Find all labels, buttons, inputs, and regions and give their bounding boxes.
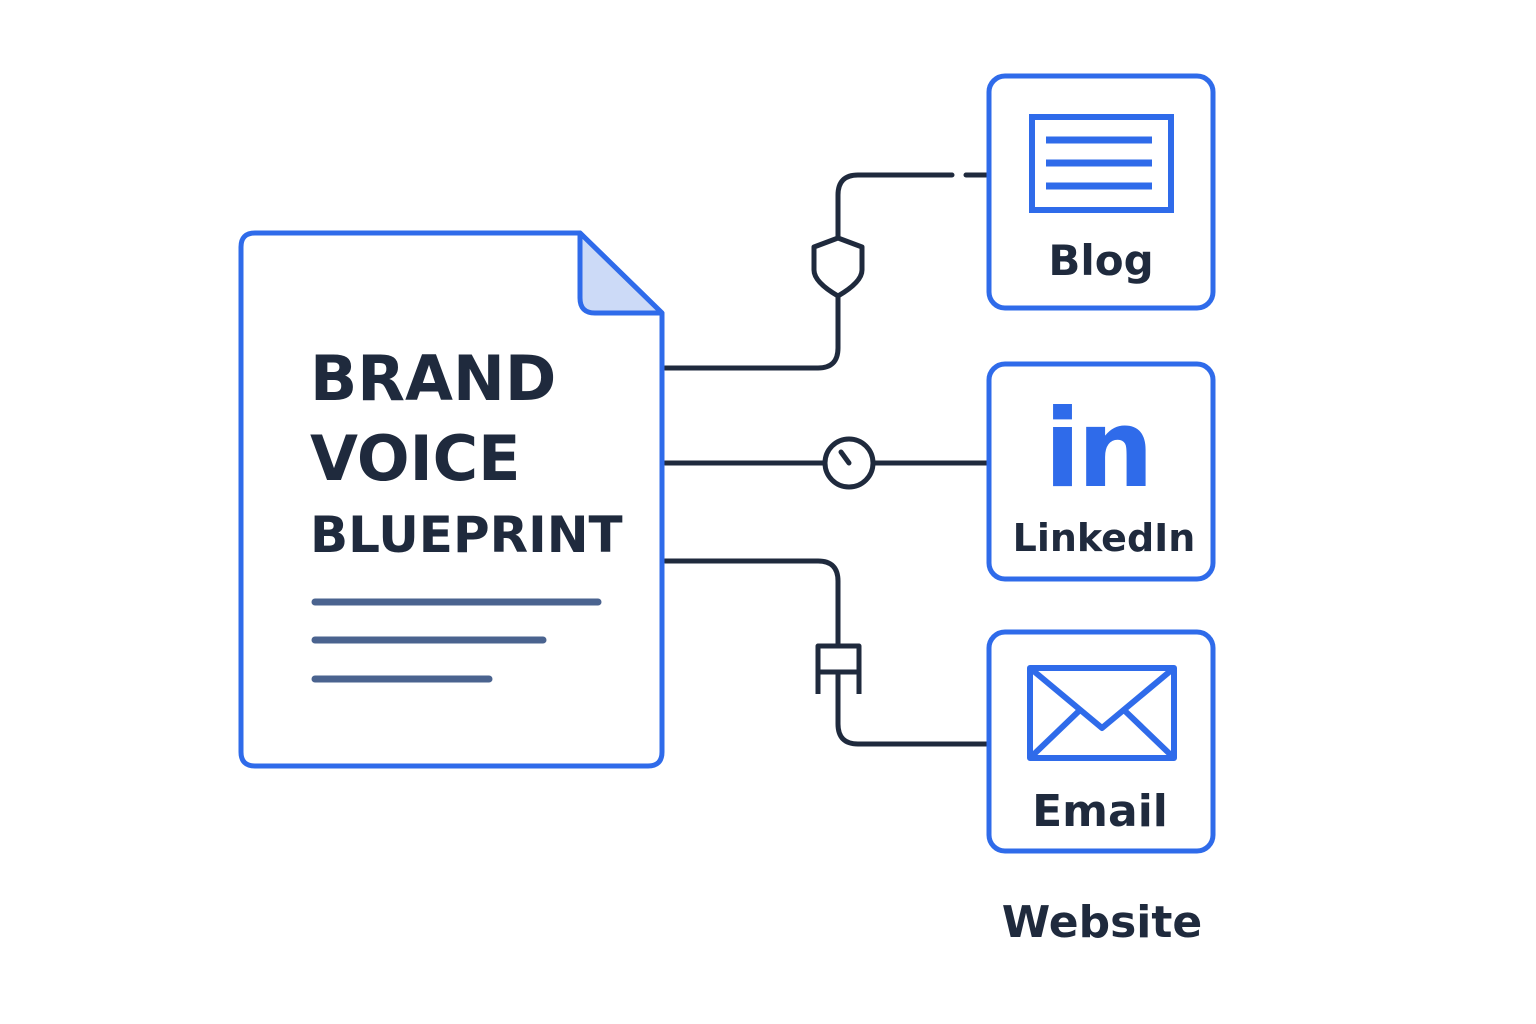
channel-card-blog: Blog	[986, 73, 1216, 311]
document-title-line-3: BLUEPRINT	[310, 506, 623, 564]
channel-label-email: Email	[1032, 786, 1168, 837]
document-fold	[577, 230, 665, 316]
channel-card-linkedin: in LinkedIn	[986, 361, 1216, 582]
envelope-icon	[1027, 665, 1177, 761]
channel-label-linkedin: LinkedIn	[1013, 516, 1196, 560]
linkedin-icon: in	[1044, 387, 1150, 512]
document-icon: BRAND VOICE BLUEPRINT	[238, 230, 665, 769]
document-title-line-1: BRAND	[310, 342, 556, 415]
website-label: Website	[1002, 897, 1202, 948]
clamp-icon	[815, 643, 862, 694]
newspaper-icon	[1029, 114, 1174, 213]
document-sheet	[238, 230, 665, 769]
connector-blog-line	[662, 293, 841, 371]
document-text-lines	[311, 598, 602, 683]
connector-email-line-upper	[662, 558, 841, 651]
gauge-icon	[822, 436, 876, 490]
channel-card-email: Email	[986, 629, 1216, 854]
shield-icon	[811, 235, 865, 299]
connector-blog-line-upper	[835, 172, 955, 243]
connectors	[662, 172, 991, 747]
connector-email-line-lower	[835, 689, 991, 747]
channel-label-blog: Blog	[1048, 236, 1153, 285]
document-title-line-2: VOICE	[310, 422, 521, 495]
